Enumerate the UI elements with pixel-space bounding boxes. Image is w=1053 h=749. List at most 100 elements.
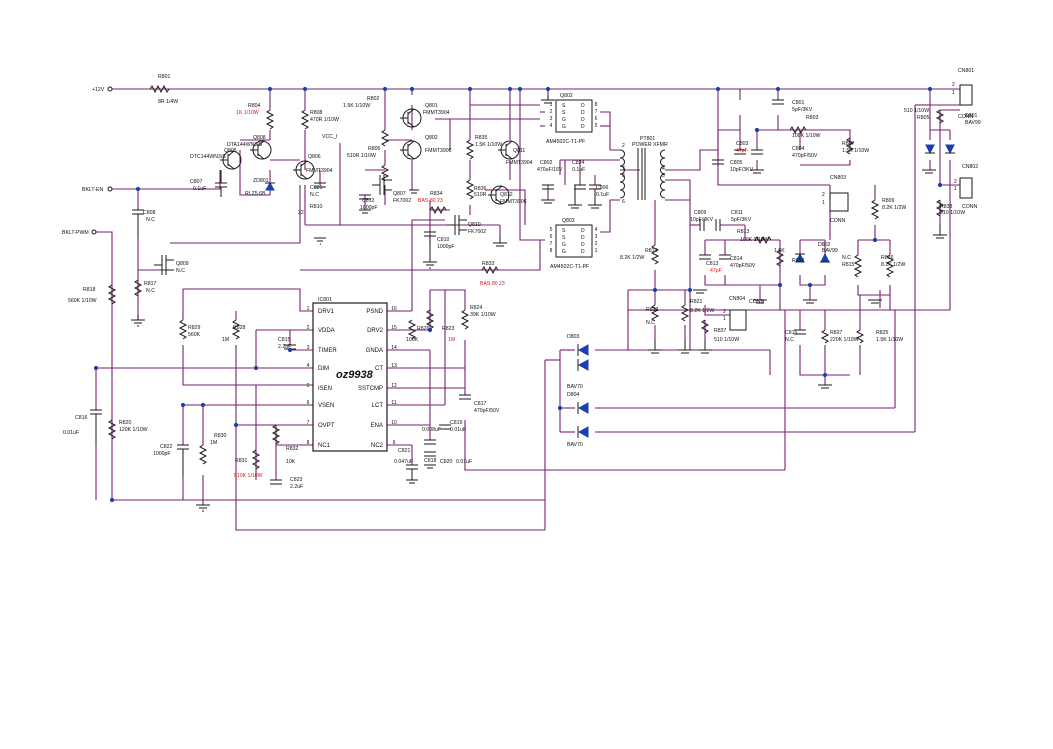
label-r826: R826 [417,326,430,332]
q802-terminal-2: G [562,117,566,123]
label-q808: Q808 [253,135,266,141]
transistor-q808 [250,140,272,160]
mosfet-q809 [154,255,174,275]
q803-pin-3: 3 [595,234,598,240]
cn801-label: CONN [958,114,974,120]
q802-terminal-0: S [562,103,566,109]
cn801-ref: CN801 [958,68,974,74]
label-r822: R822 [646,307,659,313]
value-c804: 470pF/50V [792,153,818,159]
label-r806: R806 [368,146,381,152]
transistor-q802b [400,140,422,160]
ic-pin-num-1: 1 [307,306,310,312]
junction-dots [93,86,943,503]
ic-pin-name-dim: DIM [318,366,329,372]
label-c823: C823 [290,477,303,483]
label-r838: R838 [940,204,953,210]
resistor-r826 [407,319,417,340]
mosfet-q810 [447,215,467,235]
resistor-r801 [149,84,170,94]
label-d801: D801 [965,113,978,119]
diode-d804-a [577,402,589,414]
ic-pin-name-sstcmp: SSTCMP [358,386,383,392]
capacitor-c807 [215,170,227,197]
ic-pin-name-ovpt: OVPT [318,423,335,429]
mosfet-array-q803 [555,224,593,258]
q802-pin-7: 7 [595,109,598,115]
capacitor-c814 [719,254,731,260]
value-c809: 10pF/3KV [690,217,714,223]
value-r832: 10K [286,459,296,465]
value-c810: 1000pF [437,244,455,250]
cn803-pin2: 2 [822,192,825,198]
capacitor-c802 [542,184,554,190]
q802-pin-8: 8 [595,102,598,108]
value-c811: 5pF/3KV [731,217,752,223]
pt801-pin-4: 4 [662,166,665,172]
value-c816: 0.01uF [63,430,79,436]
ic-pin-num-5: 5 [307,383,310,389]
value-c802: 470uF/16V [537,167,563,173]
resistor-r816 [885,254,895,278]
value-r833: BAS 80 23 [480,281,505,287]
q802-pin-4: 4 [550,123,553,129]
ic-pin-num-15: 15 [391,325,397,331]
label-r834: R834 [430,191,443,197]
q803-pin-7: 7 [550,241,553,247]
value-c807: 0.1uF [193,186,206,192]
label-r833: R833 [482,261,495,267]
part-q801: FMMT3904 [423,110,450,116]
value-c819: 0.01uF [450,427,466,433]
value-c805: 10pF/3KV [730,167,754,173]
mosfet-q807 [372,175,392,195]
ic-pin-num-7: 7 [307,420,310,426]
mosfet-array-q802 [555,99,593,133]
ic-pin-num-11: 11 [391,400,396,406]
transformer-pt801 [619,148,666,200]
part-d803: BAV70 [567,384,583,390]
ic-ref: IC801 [318,297,332,303]
ic-pin-name-psnd: PSND [366,309,383,315]
value-r823: 1M [448,337,455,343]
resistor-r828 [231,319,241,340]
q802-pin-1: 1 [550,102,553,108]
label-r813: R813 [737,229,750,235]
capacitor-c825 [314,182,326,188]
label-r810: R810 [310,204,323,210]
ic-pin-num-10: 10 [391,420,397,426]
transistor-q811 [498,140,520,160]
pt801-pin-3: 3 [622,173,625,179]
label-q801: Q801 [425,103,438,109]
part-q805: DTC144WN3/S [190,154,226,160]
q802-part: AM4502C-T1-PF [546,139,585,145]
ic-pin-num-6: 6 [307,400,310,406]
label-c806: C806 [596,185,609,191]
ic-pin-name-ct: CT [375,366,383,372]
value-c808: N.C [146,217,155,223]
value-r831: 510K 1/10W [234,473,263,479]
value-r808: 470R 1/10W [310,117,339,123]
label-r817: R817 [144,281,157,287]
capacitor-c816 [90,409,102,445]
label-c804: C804 [792,146,805,152]
value-r804: 1K 1/10W [236,110,259,116]
transistor-q806 [293,160,315,180]
label-r802: R802 [367,96,380,102]
ic-pin-num-2: 2 [307,325,310,331]
cn801-pin2: 2 [952,82,955,88]
label-r832: R832 [286,446,299,452]
transistor-q805 [220,150,242,170]
label-q806: Q806 [308,154,321,160]
value-r830: 1M [210,440,217,446]
resistor-r821 [680,304,690,322]
net-12v: +12V [92,87,105,93]
value-r829: 560K [188,332,201,338]
value-r813: 100K 1/10W [740,237,769,243]
pt801-part: POWER XFMR [632,142,668,148]
part-q812: FMMT3906 [500,199,527,205]
transistor-q812 [488,185,510,205]
label-c814: C814 [730,256,743,262]
ic801-body [312,302,388,452]
resistor-r822 [650,304,660,322]
